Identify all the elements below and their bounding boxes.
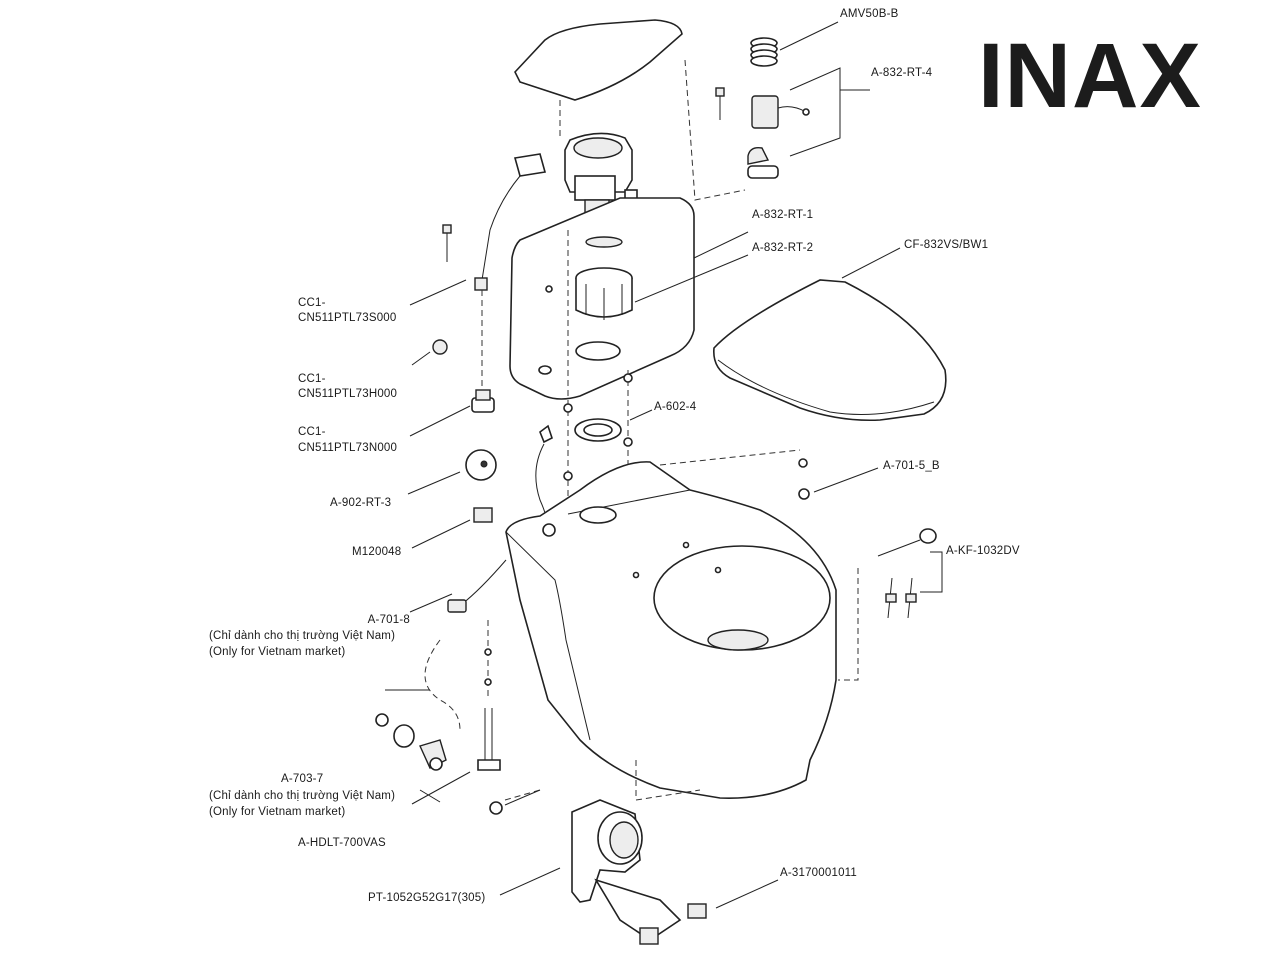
label-a-832-rt-4: A-832-RT-4	[871, 67, 933, 79]
label-cc1-s-line2: CN511PTL73S000	[298, 312, 397, 324]
brand-logo: INAX	[978, 25, 1202, 127]
angle-valve	[375, 713, 447, 771]
tank-lid	[514, 19, 683, 101]
label-a-701-8-note-en: (Only for Vietnam market)	[209, 646, 346, 658]
label-cc1-h-line2: CN511PTL73H000	[298, 388, 398, 400]
floor-bolt	[477, 648, 501, 771]
washer	[574, 418, 622, 442]
valve-cage	[575, 236, 633, 320]
cc1-parts	[432, 339, 497, 523]
label-a-832-rt-2: A-832-RT-2	[752, 242, 814, 254]
label-a-703-7-note-en: (Only for Vietnam market)	[209, 806, 346, 818]
screw-left	[442, 224, 452, 262]
drain-pipe	[571, 799, 707, 945]
toilet-bowl	[505, 461, 837, 799]
label-a-701-5-b: A-701-5_B	[883, 460, 940, 472]
label-cc1-n-line1: CC1-	[298, 426, 326, 438]
label-cc1-n-line2: CN511PTL73N000	[298, 442, 398, 454]
label-a-902-rt-3: A-902-RT-3	[330, 497, 392, 509]
label-cc1-s-line1: CC1-	[298, 297, 326, 309]
label-a-602-4: A-602-4	[654, 401, 697, 413]
label-pt-1052g52g17: PT-1052G52G17(305)	[368, 892, 486, 904]
label-a-3170001011: A-3170001011	[780, 867, 858, 879]
label-a-701-8: A-701-8	[367, 614, 410, 626]
label-cc1-h-line1: CC1-	[298, 373, 326, 385]
label-a-703-7: A-703-7	[281, 773, 324, 785]
fixing-kit	[877, 528, 937, 619]
label-a-701-8-note-vi: (Chỉ dành cho thị trường Việt Nam)	[209, 630, 396, 642]
seat-cover	[713, 279, 947, 422]
label-m120048: M120048	[352, 546, 402, 558]
sensor-module	[747, 95, 810, 179]
label-a-832-rt-1: A-832-RT-1	[752, 209, 814, 221]
screw-top	[715, 87, 725, 120]
label-a-kf-1032dv: A-KF-1032DV	[946, 545, 1020, 557]
spring-part	[750, 37, 778, 67]
label-a-703-7-note-vi: (Chỉ dành cho thị trường Việt Nam)	[209, 790, 396, 802]
label-cf-832vs-bw1: CF-832VS/BW1	[904, 239, 989, 251]
label-a-hdlt-700vas: A-HDLT-700VAS	[298, 837, 386, 849]
label-amv50b-b: AMV50B-B	[840, 8, 899, 20]
